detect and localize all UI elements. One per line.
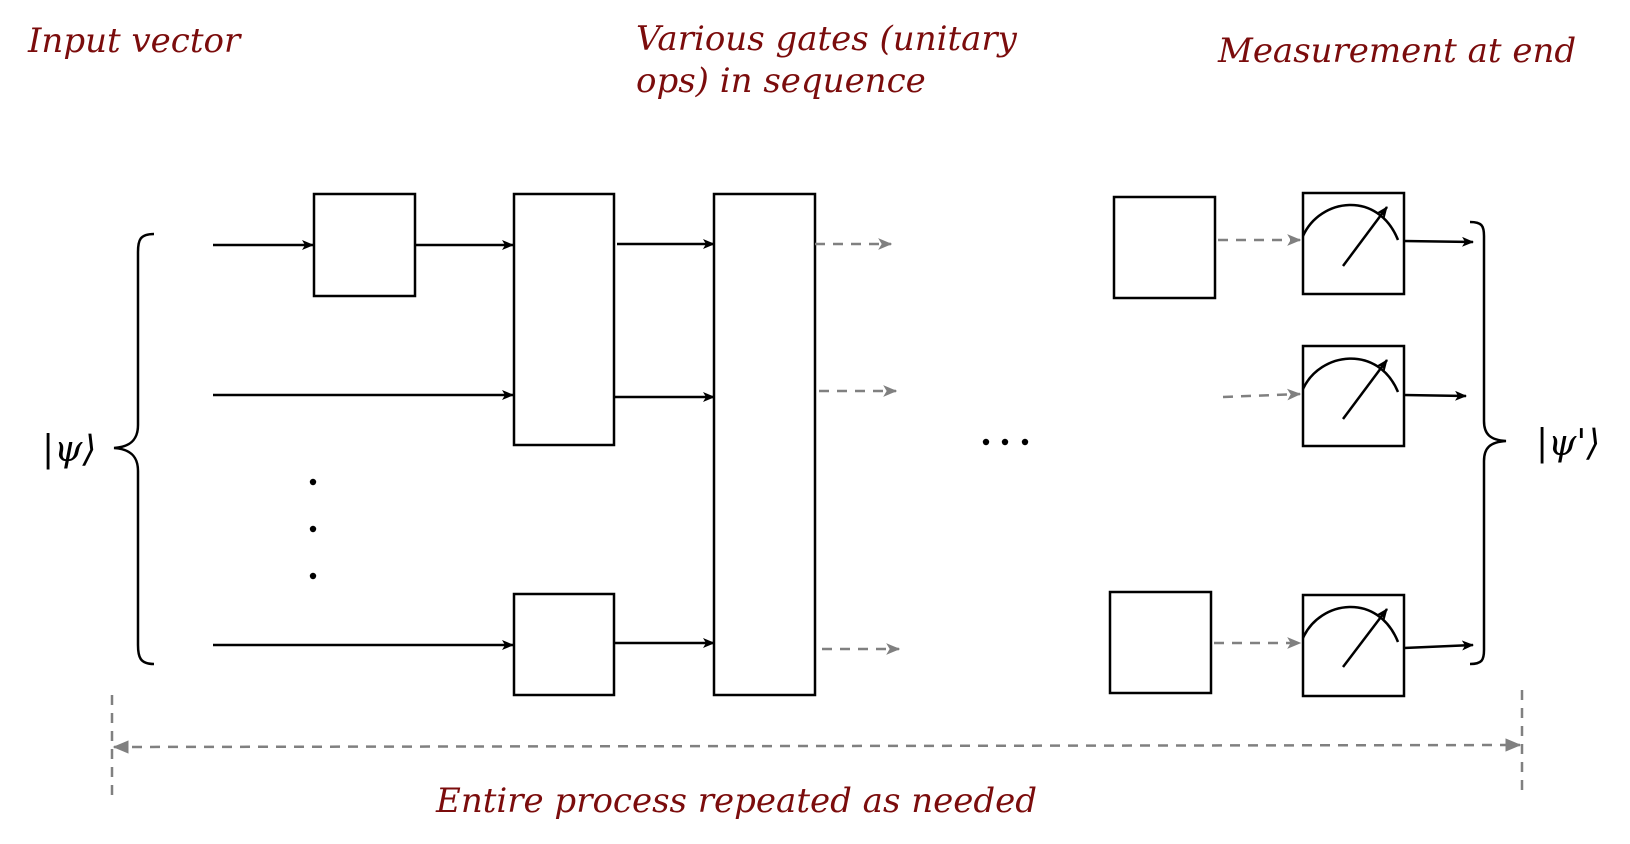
meter-output-second: [1403, 390, 1467, 401]
repeat-label: Entire process repeated as needed: [436, 781, 1037, 821]
gate-final-top: [1112, 195, 1217, 300]
meter-box: [1301, 191, 1406, 296]
to-meter-second: [1222, 388, 1302, 401]
gate-multi-qubit: [712, 192, 817, 697]
gate-two-qubit: [512, 192, 616, 447]
meter-top: [1301, 191, 1406, 296]
meter-output-top: [1403, 236, 1474, 247]
gate-top-single: [312, 192, 417, 298]
meter-icon: [1301, 357, 1400, 420]
repeat-span-arrow: [112, 738, 1522, 754]
meter-box: [1301, 344, 1406, 448]
input-state-label: |ψ⟩: [42, 429, 97, 470]
horizontal-ellipsis-dot: [982, 438, 990, 446]
gates-label: Various gates (unitary ops) in sequence: [636, 18, 1017, 102]
gates-label-line2: ops) in sequence: [636, 61, 926, 101]
vertical-ellipsis-dot: [309, 478, 317, 486]
gate-bottom-single: [512, 592, 616, 697]
output-state-label: |ψ'⟩: [1536, 423, 1601, 464]
gate-final-bottom: [1108, 590, 1213, 695]
meter-bottom: [1301, 593, 1406, 698]
meter-second: [1301, 344, 1406, 448]
horizontal-ellipsis-dot: [1001, 438, 1009, 446]
gates-label-line1: Various gates (unitary: [636, 19, 1017, 59]
input-brace: [113, 232, 155, 666]
measurement-label: Measurement at end: [1218, 31, 1577, 71]
meter-icon: [1301, 203, 1400, 267]
input-vector-label: Input vector: [28, 21, 241, 61]
vertical-ellipsis-dot: [309, 572, 317, 580]
output-brace: [1469, 220, 1507, 666]
meter-output-bottom: [1403, 640, 1474, 651]
meter-icon: [1301, 605, 1400, 668]
meter-box: [1301, 593, 1406, 698]
horizontal-ellipsis-dot: [1021, 438, 1029, 446]
vertical-ellipsis-dot: [309, 525, 317, 533]
